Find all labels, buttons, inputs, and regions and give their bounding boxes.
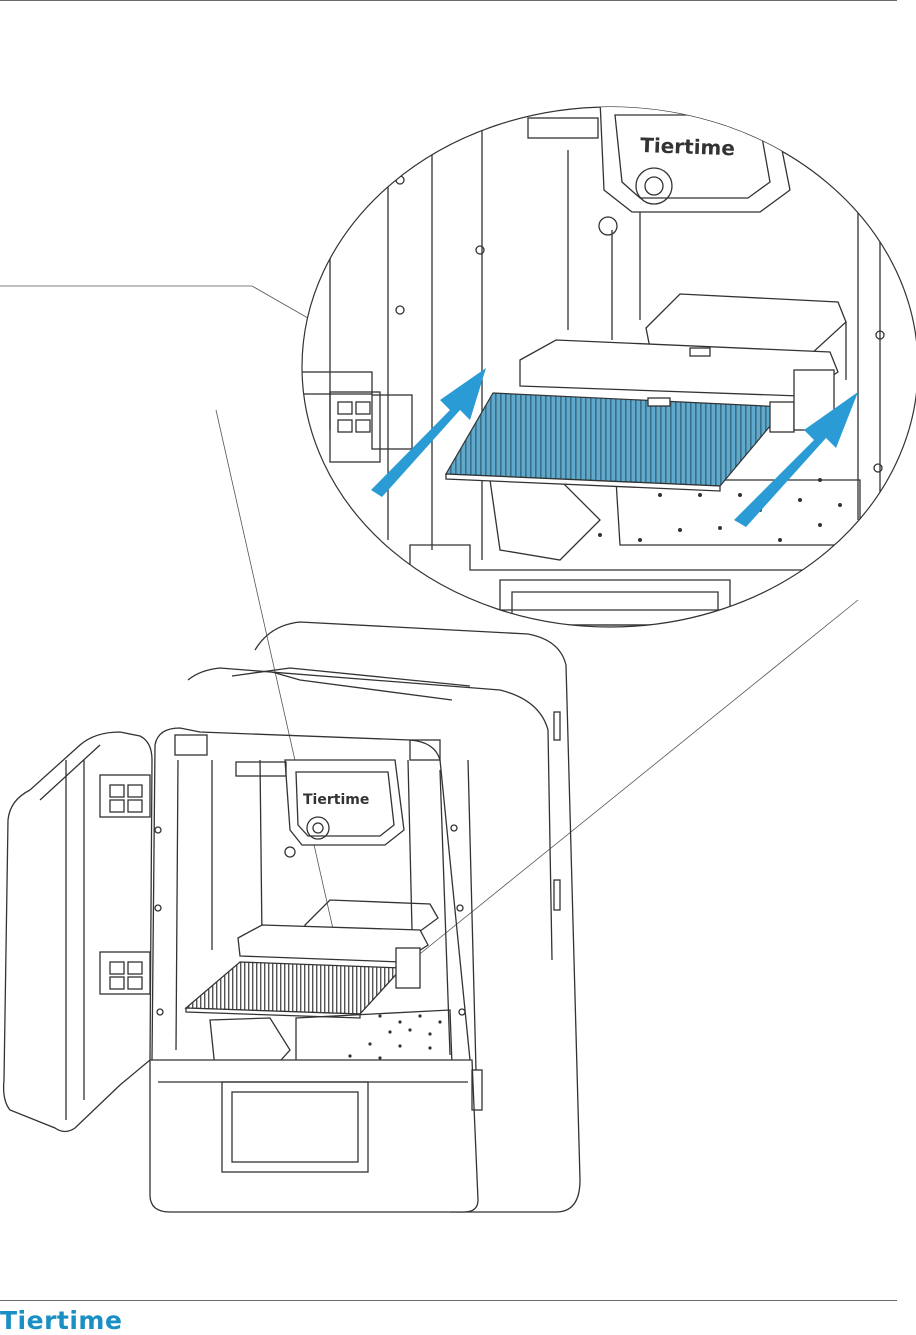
footer-logo: Tiertime [0,1306,122,1335]
footer-rule [0,1300,897,1301]
printer-head-logo: Tiertime [303,792,369,808]
zoom-detail: Tiertime [300,90,916,627]
zoom-head-logo: Tiertime [640,133,736,160]
printer-body [4,622,580,1212]
